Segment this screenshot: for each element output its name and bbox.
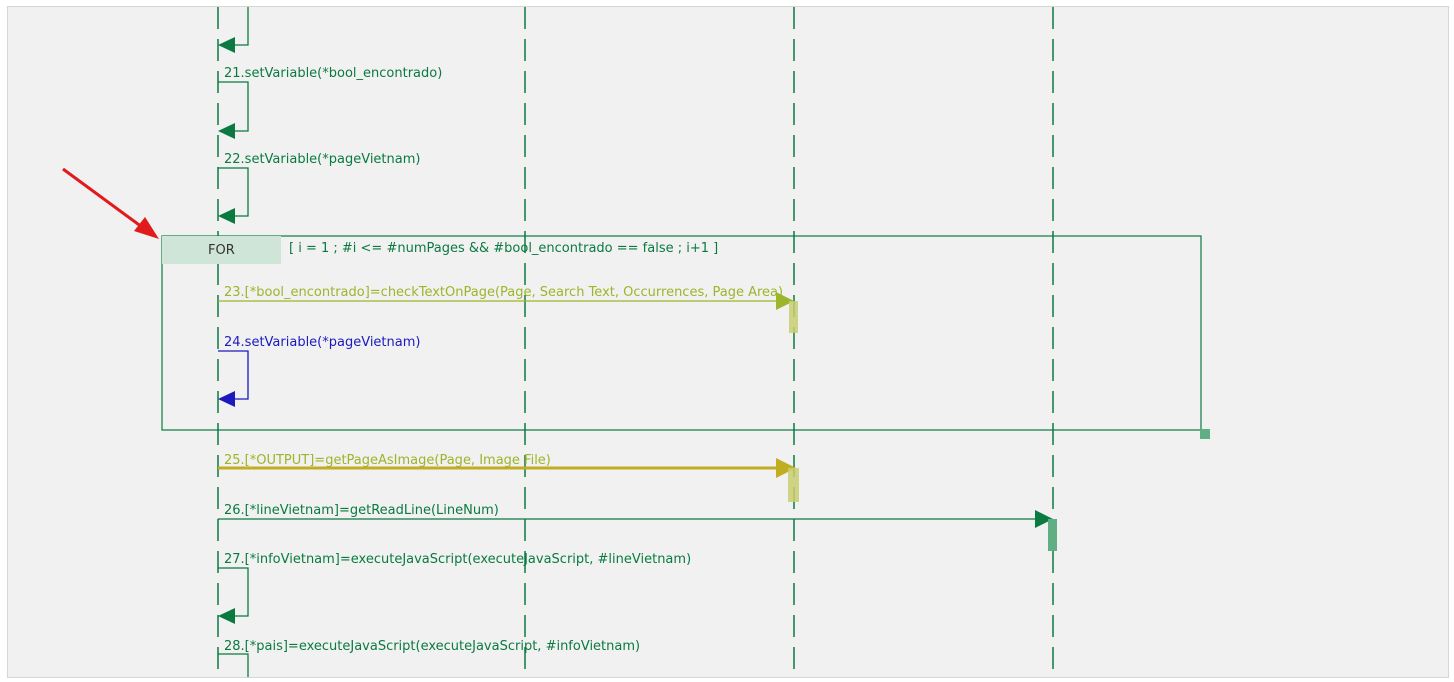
- message-label-27: 27.[*infoVietnam]=executeJavaScript(exec…: [224, 552, 691, 567]
- self-message-22[interactable]: 22.setVariable(*pageVietnam): [218, 152, 420, 224]
- self-message-27[interactable]: 27.[*infoVietnam]=executeJavaScript(exec…: [218, 552, 691, 624]
- self-message-21[interactable]: 21.setVariable(*bool_encontrado): [218, 66, 442, 139]
- message-26[interactable]: 26.[*lineVietnam]=getReadLine(LineNum): [218, 503, 1057, 551]
- message-label-23: 23.[*bool_encontrado]=checkTextOnPage(Pa…: [224, 285, 783, 300]
- arrowhead-icon: [218, 208, 235, 224]
- message-23[interactable]: 23.[*bool_encontrado]=checkTextOnPage(Pa…: [218, 285, 798, 333]
- for-loop-fragment[interactable]: FOR [ i = 1 ; #i <= #numPages && #bool_e…: [161, 235, 1210, 439]
- resize-handle-icon[interactable]: [1200, 429, 1210, 439]
- message-label-25: 25.[*OUTPUT]=getPageAsImage(Page, Image …: [224, 453, 551, 468]
- for-keyword-tab: [162, 236, 281, 264]
- arrowhead-icon: [776, 458, 796, 478]
- arrowhead-icon: [218, 391, 235, 407]
- message-label-22: 22.setVariable(*pageVietnam): [224, 152, 420, 167]
- diagram-canvas: 21.setVariable(*bool_encontrado) 22.setV…: [7, 6, 1449, 678]
- activation-bar-3a[interactable]: [789, 301, 798, 333]
- message-label-24: 24.setVariable(*pageVietnam): [224, 335, 420, 350]
- message-label-28: 28.[*pais]=executeJavaScript(executeJava…: [224, 639, 640, 654]
- for-guard: [ i = 1 ; #i <= #numPages && #bool_encon…: [289, 241, 718, 256]
- activation-bar-4[interactable]: [1048, 519, 1057, 551]
- sequence-diagram: 21.setVariable(*bool_encontrado) 22.setV…: [62, 7, 1210, 677]
- message-label-26: 26.[*lineVietnam]=getReadLine(LineNum): [224, 503, 499, 518]
- for-keyword: FOR: [208, 243, 235, 258]
- arrowhead-icon: [218, 37, 235, 53]
- self-message-20[interactable]: [218, 7, 249, 53]
- message-25[interactable]: 25.[*OUTPUT]=getPageAsImage(Page, Image …: [218, 453, 799, 502]
- self-message-28[interactable]: 28.[*pais]=executeJavaScript(executeJava…: [218, 639, 640, 677]
- arrowhead-icon: [218, 608, 235, 624]
- red-annotation-arrow-icon: [62, 167, 159, 239]
- self-message-24[interactable]: 24.setVariable(*pageVietnam): [218, 335, 420, 407]
- arrowhead-icon: [218, 123, 235, 139]
- for-fragment-frame[interactable]: [161, 235, 1202, 431]
- arrowhead-icon: [776, 292, 794, 310]
- message-label-21: 21.setVariable(*bool_encontrado): [224, 66, 442, 81]
- arrowhead-icon: [1035, 510, 1053, 528]
- activation-bar-3b[interactable]: [788, 468, 799, 502]
